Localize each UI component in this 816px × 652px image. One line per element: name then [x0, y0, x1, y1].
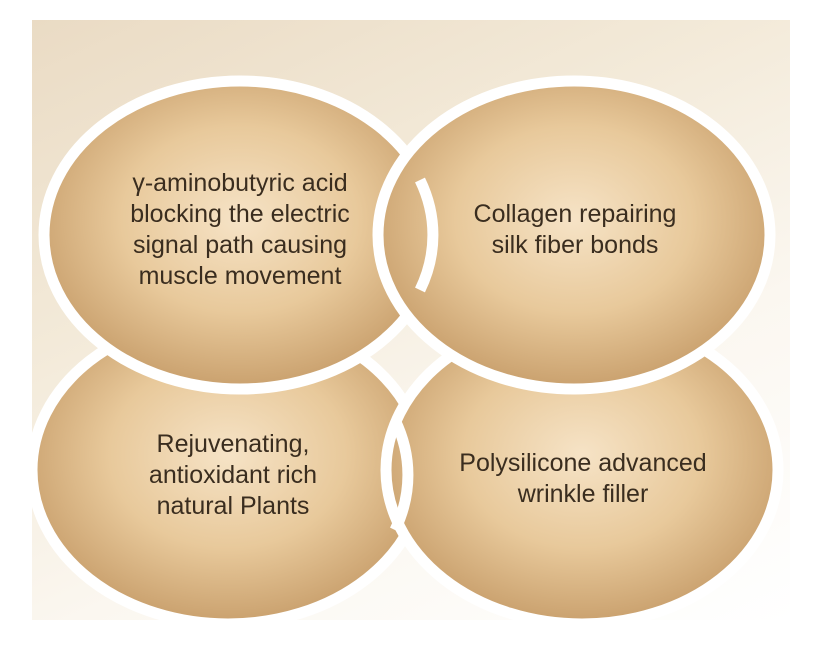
ring-overlap-bottom: [390, 417, 414, 533]
circle-top-right-label: Collagen repairing silk fiber bonds: [473, 200, 677, 259]
circle-top-left-label: γ-aminobutyric acid blocking the electri…: [130, 169, 350, 290]
circle-top-right: [372, 75, 776, 395]
circle-bottom-right-label: Polysilicone advanced wrinkle filler: [459, 449, 707, 508]
ring-overlap-top: [415, 177, 439, 293]
circle-bottom-left-label: Rejuvenating, antioxidant rich natural P…: [148, 430, 318, 520]
